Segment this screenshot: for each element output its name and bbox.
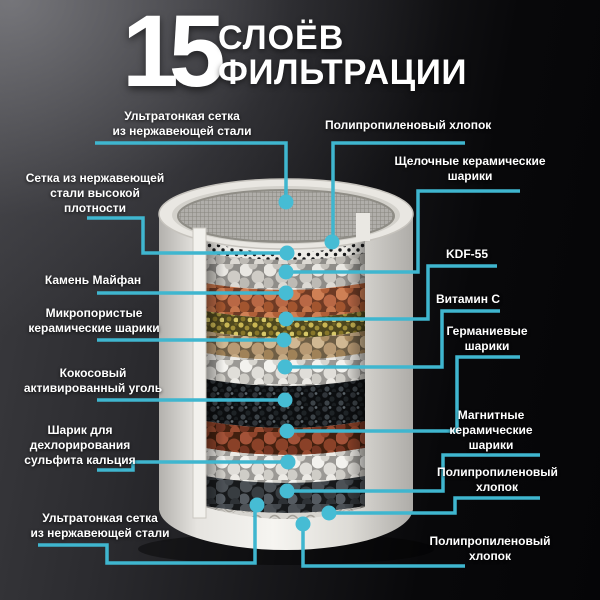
label-germanium-balls: Германиевые шарики	[446, 324, 528, 353]
label-polypropylene-cotton-mid: Полипропиленовый хлопок	[437, 465, 558, 494]
label-ultrathin-steel-mesh-bottom: Ультратонкая сетка из нержавеющей стали	[30, 511, 170, 540]
connector-dots	[249, 194, 340, 532]
cut-wall-right	[356, 213, 370, 241]
label-ultrathin-steel-mesh-top: Ультратонкая сетка из нержавеющей стали	[112, 109, 252, 138]
label-calcium-sulfite-dechlorination-ball: Шарик для дехлорирования сульфита кальци…	[24, 423, 136, 467]
title-line1: СЛОЁВ	[218, 19, 345, 57]
page-title: СЛОЁВ ФИЛЬТРАЦИИ	[218, 21, 467, 90]
label-microporous-ceramic-balls: Микропористые керамические шарики	[28, 306, 160, 335]
label-alkaline-ceramic-balls: Щелочные керамические шарики	[394, 154, 546, 183]
cut-wall-left	[192, 227, 207, 519]
label-coconut-activated-carbon: Кокосовый активированный уголь	[23, 366, 163, 395]
label-vitamin-c: Витамин C	[435, 292, 501, 306]
title-line2: ФИЛЬТРАЦИИ	[218, 53, 468, 92]
label-polypropylene-cotton-bottom: Полипропиленовый хлопок	[429, 534, 551, 563]
connector-lines	[38, 141, 540, 568]
label-kdf-55: KDF-55	[445, 247, 488, 261]
label-magnetic-ceramic-balls: Магнитные керамические шарики	[449, 408, 533, 452]
label-polypropylene-cotton-top: Полипропиленовый хлопок	[325, 118, 492, 132]
label-high-density-steel-mesh: Сетка из нержавеющей стали высокой плотн…	[25, 171, 165, 215]
title-number: 15	[122, 0, 226, 108]
label-maifan-stone: Камень Майфан	[44, 273, 142, 287]
cutaway-layers	[205, 241, 365, 519]
